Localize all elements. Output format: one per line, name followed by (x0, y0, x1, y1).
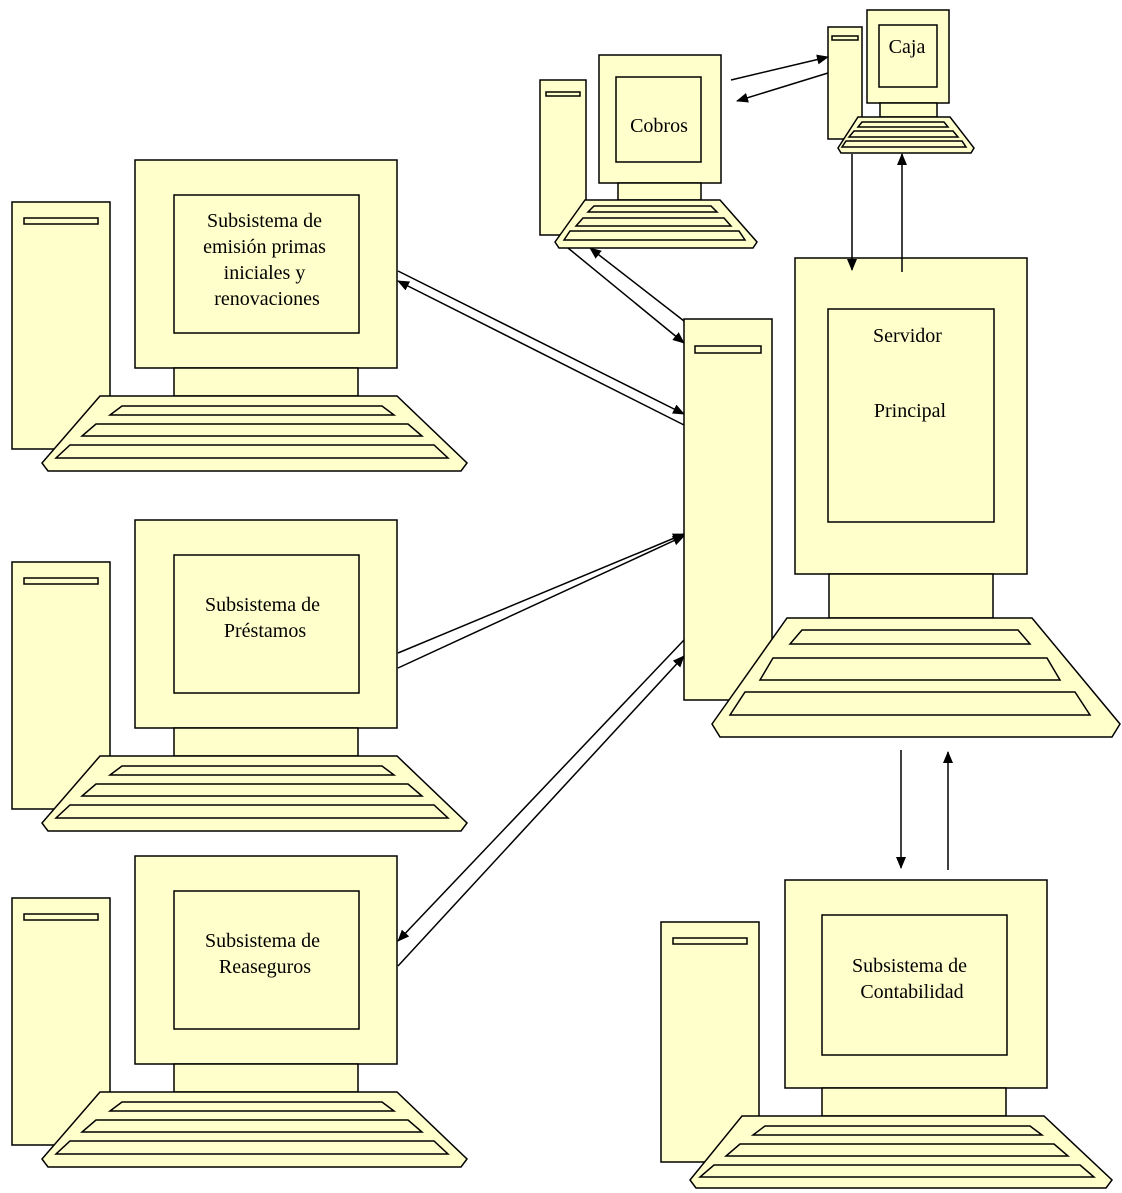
monitor-stand (617, 182, 702, 201)
screen (878, 24, 938, 88)
computer-emision: Subsistema de emisión primas iniciales y… (11, 159, 468, 472)
label-line: iniciales y (224, 262, 306, 284)
keyboard-row (107, 405, 397, 416)
tower-icon (683, 318, 773, 701)
keyboard-row (562, 230, 747, 241)
keyboard-row (847, 130, 960, 138)
label-line: Contabilidad (860, 981, 963, 1003)
arrow-to-emision (397, 280, 685, 426)
keyboard-row (856, 121, 950, 128)
arrow-to-prestamos (397, 535, 685, 669)
keyboard-row (840, 140, 968, 148)
monitor-stand (173, 727, 359, 757)
label-line: Préstamos (224, 620, 306, 642)
keyboard-row (107, 765, 397, 776)
node-label-reaseguros: Subsistema de Reaseguros (205, 930, 325, 978)
screen (827, 308, 995, 523)
label-line: Subsistema de (207, 210, 322, 232)
computer-reaseguros: Subsistema de Reaseguros (11, 855, 468, 1168)
computer-contabilidad: Subsistema de Contabilidad (660, 879, 1114, 1189)
monitor-stand (173, 367, 359, 397)
computer-cobros: Cobros (539, 54, 758, 249)
keyboard-row (758, 657, 1062, 681)
keyboard-row (54, 804, 450, 819)
keyboard-row (697, 1164, 1097, 1178)
keyboard-row (586, 205, 719, 213)
node-label-cobros: Cobros (630, 115, 688, 137)
keyboard-row (728, 691, 1092, 716)
drive-slot (23, 577, 99, 585)
screen (615, 76, 702, 163)
arrow-to-caja (730, 54, 829, 81)
monitor-stand (879, 102, 938, 118)
computer-caja: Caja (827, 9, 975, 154)
computer-servidor: Servidor Principal (683, 257, 1121, 738)
screen (173, 554, 360, 694)
arrow-to-servidor (567, 247, 685, 344)
drive-slot (545, 91, 581, 97)
label-line: Servidor (873, 325, 942, 347)
keyboard-row (79, 1119, 425, 1133)
label-line: Subsistema de (205, 930, 320, 952)
drive-slot (23, 217, 99, 225)
arrow-to-cobros (589, 247, 685, 322)
arrow-to-servidor (397, 270, 685, 415)
screen (173, 890, 360, 1030)
node-label-servidor: Servidor Principal (873, 325, 947, 422)
keyboard-row (574, 217, 733, 227)
label-line: Principal (874, 400, 947, 422)
arrow-to-cobros (736, 72, 829, 103)
drive-slot (831, 35, 859, 41)
arrow-to-servidor (397, 533, 685, 654)
keyboard-row (107, 1101, 397, 1112)
keyboard-row (723, 1143, 1071, 1157)
arrow-to-servidor (397, 655, 685, 967)
drive-slot (23, 913, 99, 921)
monitor-stand (821, 1087, 1007, 1117)
label-line: Subsistema de (205, 594, 320, 616)
label-line: emisión primas (203, 236, 326, 258)
screen (821, 914, 1008, 1056)
node-label-contabilidad: Subsistema de Contabilidad (852, 955, 972, 1003)
keyboard-row (79, 423, 425, 437)
computer-prestamos: Subsistema de Préstamos (11, 519, 468, 832)
label-line: Reaseguros (219, 956, 311, 978)
label-line: Subsistema de (852, 955, 967, 977)
keyboard-row (54, 1140, 450, 1155)
keyboard-row (788, 629, 1032, 645)
label-line: Cobros (630, 115, 688, 137)
screen (173, 194, 360, 334)
label-line: Caja (889, 36, 926, 58)
arrow-to-reaseguros (397, 639, 685, 942)
keyboard-row (54, 444, 450, 459)
node-label-emision: Subsistema de emisión primas iniciales y… (203, 210, 331, 310)
monitor-stand (173, 1063, 359, 1093)
keyboard-row (79, 783, 425, 797)
label-line: renovaciones (214, 288, 320, 310)
keyboard-row (750, 1125, 1045, 1136)
node-label-caja: Caja (889, 36, 926, 58)
drive-slot (694, 345, 762, 354)
connections (397, 54, 953, 967)
node-label-prestamos: Subsistema de Préstamos (205, 594, 325, 642)
drive-slot (672, 937, 748, 945)
monitor-stand (828, 573, 994, 619)
